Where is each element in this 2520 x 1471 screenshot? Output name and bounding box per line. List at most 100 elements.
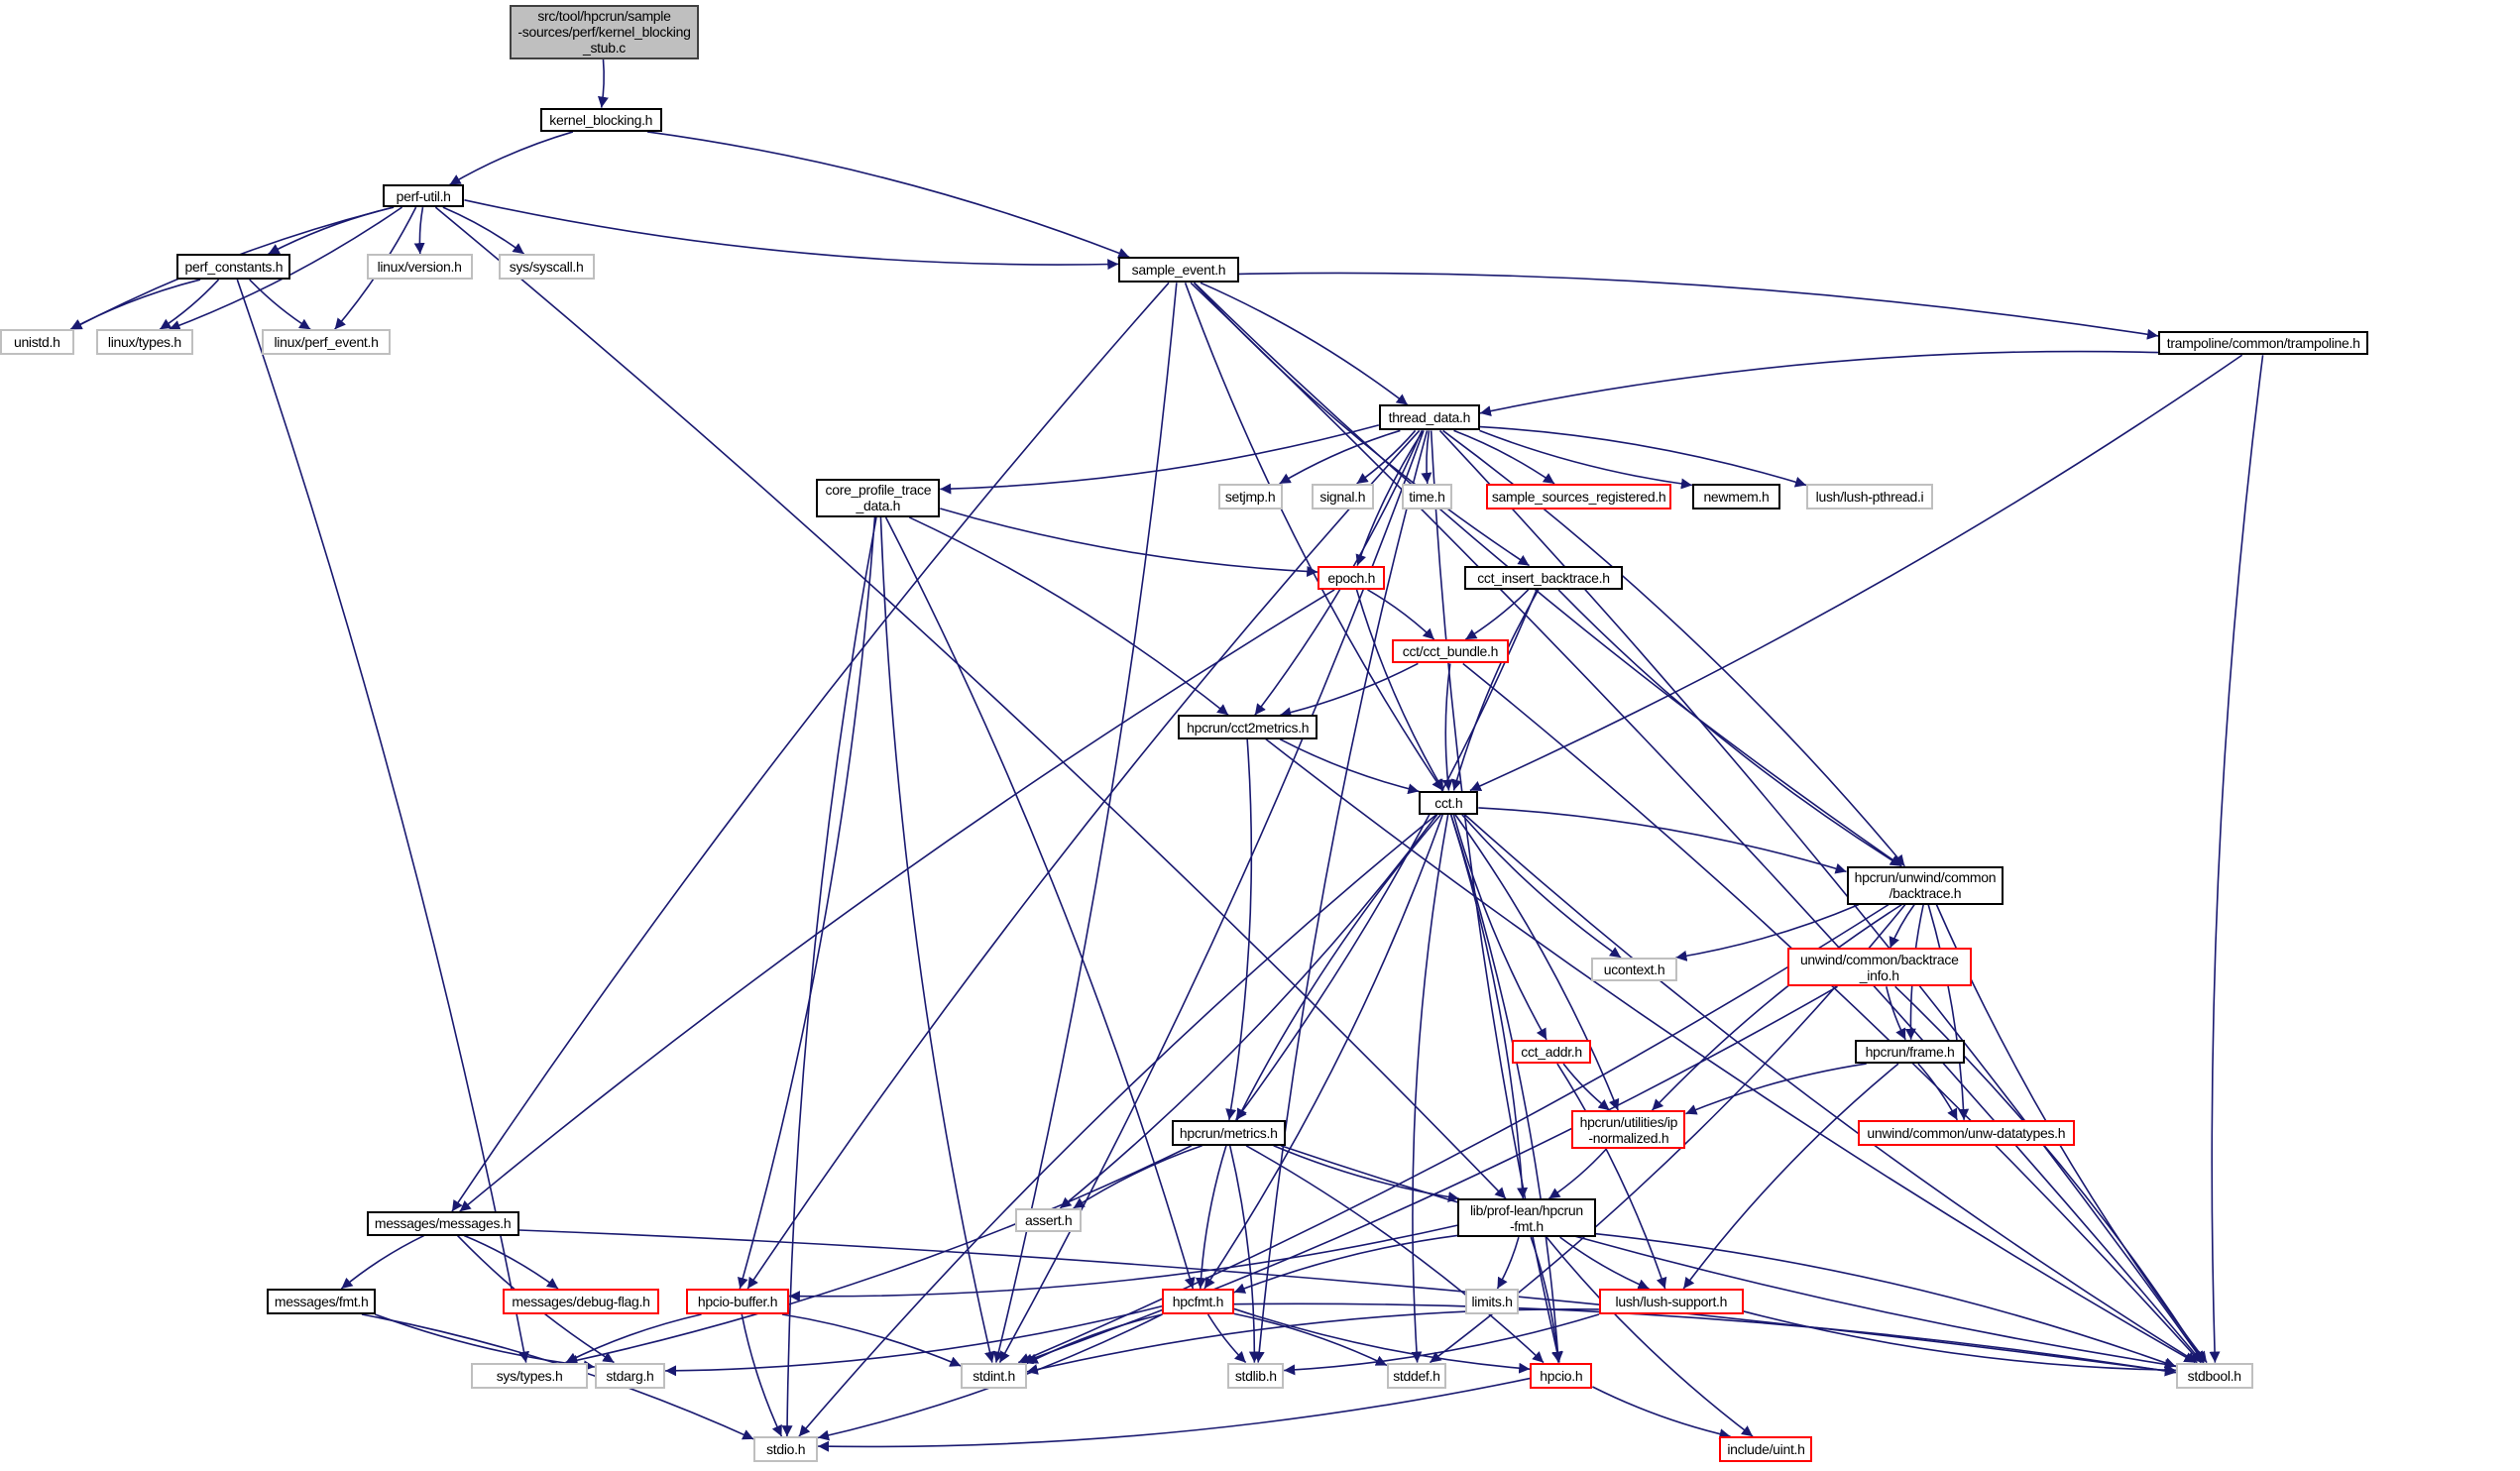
node-label: cct_addr.h bbox=[1521, 1043, 1582, 1060]
node-frame[interactable]: hpcrun/frame.h bbox=[1854, 1039, 1966, 1065]
node-label: perf-util.h bbox=[396, 187, 451, 204]
node-signal[interactable]: signal.h bbox=[1311, 483, 1374, 509]
edge-metrics-to-stdbool bbox=[1280, 1145, 2176, 1370]
node-label: linux/version.h bbox=[377, 259, 462, 276]
node-linuxver[interactable]: linux/version.h bbox=[366, 254, 473, 281]
node-lushp[interactable]: lush/lush-pthread.i bbox=[1806, 483, 1934, 509]
node-hpciobuf[interactable]: hpcio-buffer.h bbox=[686, 1289, 789, 1314]
node-perfutil[interactable]: perf-util.h bbox=[382, 184, 465, 208]
node-ipnorm[interactable]: hpcrun/utilities/ip -normalized.h bbox=[1571, 1110, 1686, 1149]
node-label: messages/fmt.h bbox=[274, 1293, 369, 1309]
node-debugflag[interactable]: messages/debug-flag.h bbox=[503, 1289, 659, 1314]
edge-core-to-stdio bbox=[781, 516, 877, 1437]
node-time[interactable]: time.h bbox=[1401, 483, 1453, 509]
edge-metrics-to-hpcio bbox=[1245, 1145, 1545, 1364]
node-msgfmt[interactable]: messages/fmt.h bbox=[267, 1289, 377, 1314]
edge-sampleevent-to-stdbool bbox=[1190, 282, 2204, 1364]
edge-cib-to-bundle bbox=[1464, 589, 1530, 640]
node-label: hpcrun/metrics.h bbox=[1179, 1124, 1278, 1141]
node-assert[interactable]: assert.h bbox=[1015, 1207, 1082, 1233]
edge-btinfo-to-stdbool bbox=[1894, 985, 2205, 1364]
node-ucontext[interactable]: ucontext.h bbox=[1590, 958, 1678, 982]
node-uint[interactable]: include/uint.h bbox=[1719, 1436, 1813, 1463]
node-cctaddr[interactable]: cct_addr.h bbox=[1512, 1039, 1591, 1065]
node-syscall[interactable]: sys/syscall.h bbox=[498, 254, 595, 281]
node-stdint[interactable]: stdint.h bbox=[961, 1362, 1027, 1389]
node-unistd[interactable]: unistd.h bbox=[0, 329, 74, 356]
node-hfmt[interactable]: lib/prof-lean/hpcrun -fmt.h bbox=[1457, 1198, 1596, 1238]
node-label: trampoline/common/trampoline.h bbox=[2166, 335, 2360, 352]
node-stdarg[interactable]: stdarg.h bbox=[594, 1362, 666, 1389]
node-label: thread_data.h bbox=[1388, 409, 1471, 426]
node-label: stdarg.h bbox=[606, 1367, 654, 1384]
edge-cct-to-stdio bbox=[798, 814, 1437, 1437]
edge-lushsup-to-stdlib bbox=[1284, 1313, 1600, 1376]
edge-c2m-to-metrics bbox=[1225, 738, 1253, 1120]
node-stddef[interactable]: stddef.h bbox=[1386, 1362, 1446, 1389]
node-label: sample_event.h bbox=[1131, 262, 1226, 279]
node-label: cct_insert_backtrace.h bbox=[1477, 569, 1610, 586]
edge-epoch-to-messages bbox=[459, 589, 1335, 1212]
node-bundle[interactable]: cct/cct_bundle.h bbox=[1391, 639, 1510, 664]
edge-hfmt-to-hpciobuf bbox=[788, 1224, 1458, 1302]
node-label: hpcio.h bbox=[1540, 1367, 1583, 1384]
edge-lushsup-to-stdbool bbox=[1743, 1310, 2176, 1376]
node-kb[interactable]: kernel_blocking.h bbox=[539, 107, 662, 132]
edge-cct-to-metrics bbox=[1236, 814, 1441, 1121]
edge-c2m-to-cct bbox=[1279, 737, 1420, 795]
edge-cctaddr-to-ipnorm bbox=[1562, 1063, 1611, 1111]
edge-thread-to-setjmp bbox=[1279, 429, 1401, 485]
node-newmem[interactable]: newmem.h bbox=[1691, 483, 1781, 509]
node-metrics[interactable]: hpcrun/metrics.h bbox=[1171, 1119, 1286, 1146]
node-stdlib[interactable]: stdlib.h bbox=[1227, 1362, 1285, 1389]
node-label: kernel_blocking.h bbox=[549, 111, 653, 128]
node-bt[interactable]: hpcrun/unwind/common /backtrace.h bbox=[1846, 865, 2005, 905]
node-setjmp[interactable]: setjmp.h bbox=[1217, 483, 1283, 509]
node-hpcio[interactable]: hpcio.h bbox=[1530, 1362, 1593, 1389]
node-stdbool[interactable]: stdbool.h bbox=[2175, 1362, 2253, 1389]
node-hpcfmt[interactable]: hpcfmt.h bbox=[1161, 1289, 1234, 1314]
node-perfevent[interactable]: linux/perf_event.h bbox=[262, 329, 391, 356]
node-label: hpcio-buffer.h bbox=[697, 1293, 778, 1309]
node-ltypes[interactable]: linux/types.h bbox=[96, 329, 193, 356]
edge-ipnorm-to-hfmt bbox=[1547, 1148, 1608, 1199]
node-tramp[interactable]: trampoline/common/trampoline.h bbox=[2158, 330, 2369, 356]
node-cct[interactable]: cct.h bbox=[1419, 790, 1479, 815]
node-perfconst[interactable]: perf_constants.h bbox=[176, 254, 291, 281]
node-sampleevent[interactable]: sample_event.h bbox=[1118, 257, 1239, 283]
node-stdio[interactable]: stdio.h bbox=[753, 1436, 819, 1463]
node-messages[interactable]: messages/messages.h bbox=[366, 1211, 519, 1236]
node-label: linux/perf_event.h bbox=[274, 334, 379, 351]
edge-core-to-hpciobuf bbox=[737, 516, 876, 1290]
edge-core-to-c2m bbox=[908, 516, 1229, 716]
node-thread[interactable]: thread_data.h bbox=[1378, 404, 1480, 431]
node-label: unwind/common/unw-datatypes.h bbox=[1867, 1124, 2066, 1141]
edge-msgfmt-to-stdarg bbox=[375, 1313, 595, 1372]
node-unwdt[interactable]: unwind/common/unw-datatypes.h bbox=[1857, 1119, 2075, 1146]
edge-hfmt-to-stdbool bbox=[1595, 1232, 2177, 1369]
node-lushsup[interactable]: lush/lush-support.h bbox=[1598, 1289, 1744, 1314]
node-label: sys/types.h bbox=[496, 1367, 563, 1384]
edge-messages-to-stdbool bbox=[518, 1229, 2176, 1377]
node-btinfo[interactable]: unwind/common/backtrace _info.h bbox=[1786, 948, 1972, 987]
edge-metrics-to-hfmt bbox=[1273, 1145, 1459, 1202]
node-label: limits.h bbox=[1471, 1293, 1513, 1309]
node-stub[interactable]: src/tool/hpcrun/sample -sources/perf/ker… bbox=[509, 4, 700, 59]
node-label: stddef.h bbox=[1393, 1367, 1440, 1384]
edge-metrics-to-hpcfmt bbox=[1195, 1145, 1227, 1290]
node-epoch[interactable]: epoch.h bbox=[1317, 565, 1386, 590]
edge-hpcfmt-to-stdbool bbox=[1233, 1302, 2176, 1377]
edge-kb-to-perfutil bbox=[449, 131, 574, 186]
node-label: sys/syscall.h bbox=[509, 259, 584, 276]
edge-bt-to-btinfo bbox=[1889, 904, 1915, 949]
edge-cib-to-bt bbox=[1557, 589, 1902, 867]
node-label: setjmp.h bbox=[1224, 488, 1276, 505]
node-c2m[interactable]: hpcrun/cct2metrics.h bbox=[1178, 715, 1318, 739]
node-core[interactable]: core_profile_trace _data.h bbox=[816, 479, 941, 517]
node-systypes[interactable]: sys/types.h bbox=[470, 1362, 589, 1389]
node-limits[interactable]: limits.h bbox=[1465, 1289, 1519, 1314]
node-cib[interactable]: cct_insert_backtrace.h bbox=[1463, 565, 1624, 590]
node-ssreg[interactable]: sample_sources_registered.h bbox=[1486, 483, 1671, 509]
edge-hfmt-to-uint bbox=[1546, 1236, 1754, 1437]
edge-hpcio-to-stdio bbox=[818, 1377, 1531, 1452]
